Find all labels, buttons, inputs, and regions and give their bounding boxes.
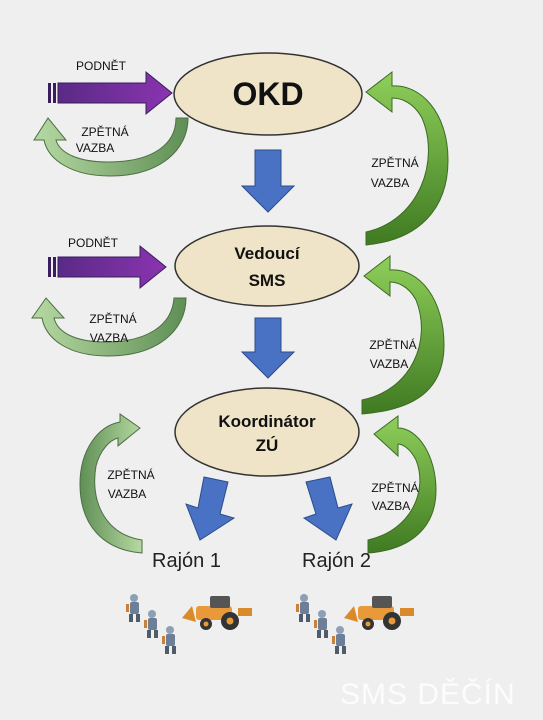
node-koord-label-line2: ZÚ	[255, 436, 279, 455]
feedback-arrow-rajon1	[79, 413, 143, 554]
node-vedouci-label-line2: SMS	[248, 271, 286, 290]
podnet-arrow-okd	[48, 70, 173, 116]
node-koord-label-line1: Koordinátor	[218, 412, 316, 431]
node-okd	[173, 52, 363, 136]
rajon-2-label: Rajón 2	[302, 550, 371, 572]
podnet-label-vedouci: PODNĚT	[67, 236, 118, 250]
watermark: SMS DĚČÍN	[340, 678, 516, 711]
podnet-arrow-vedouci	[48, 244, 167, 290]
down-arrow-koord-rajon1	[185, 476, 236, 541]
rajon-1-label: Rajón 1	[152, 550, 221, 572]
zpetna-label-rajon1-1: ZPĚTNÁ	[107, 468, 155, 482]
node-koordinator-zu	[174, 387, 360, 477]
feedback-arrow-vedouci-right	[361, 254, 445, 415]
workers-icon-rajon1	[126, 594, 176, 654]
zpetna-label-vedouci-right-2: VAZBA	[369, 357, 409, 371]
zpetna-label-vedouci-right-1: ZPĚTNÁ	[369, 338, 417, 352]
zpetna-label-vedouci-left-1: ZPĚTNÁ	[89, 312, 137, 326]
down-arrow-vedouci-koord	[240, 317, 296, 379]
feedback-arrow-okd-right	[365, 70, 449, 246]
zpetna-label-okd-right-1: ZPĚTNÁ	[371, 156, 419, 170]
feedback-arrow-rajon2	[367, 415, 437, 554]
tractor-icon-rajon2	[344, 596, 414, 630]
feedback-arrow-vedouci-left	[31, 297, 187, 357]
tractor-icon-rajon1	[182, 596, 252, 630]
zpetna-label-okd-left-1: ZPĚTNÁ	[81, 125, 129, 139]
workers-icon-rajon2	[296, 594, 346, 654]
zpetna-label-rajon2-1: ZPĚTNÁ	[371, 481, 419, 495]
node-vedouci-label-line1: Vedoucí	[234, 244, 300, 263]
down-arrow-koord-rajon2	[302, 476, 353, 541]
zpetna-label-rajon1-2: VAZBA	[107, 487, 147, 501]
podnet-label-okd: PODNĚT	[75, 59, 126, 73]
zpetna-label-okd-right-2: VAZBA	[370, 176, 410, 190]
zpetna-label-vedouci-left-2: VAZBA	[89, 331, 129, 345]
node-okd-label: OKD	[232, 76, 304, 112]
zpetna-label-okd-left-2: VAZBA	[75, 141, 115, 155]
node-vedouci-sms	[174, 225, 360, 307]
down-arrow-okd-vedouci	[240, 149, 296, 213]
feedback-arrow-okd-left	[33, 117, 189, 177]
zpetna-label-rajon2-2: VAZBA	[371, 499, 411, 513]
